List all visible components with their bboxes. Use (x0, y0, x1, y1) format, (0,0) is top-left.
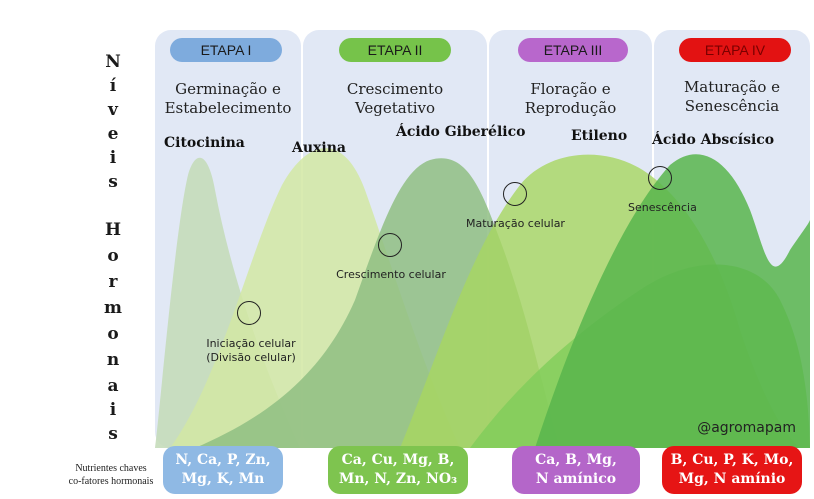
title-letter: N (105, 52, 121, 72)
title-letter: s (108, 172, 118, 192)
title-letter: e (107, 124, 119, 144)
nutrients-label-line: Nutrientes chaves (75, 463, 147, 474)
title-letter: o (107, 246, 119, 266)
title-letter: s (108, 424, 118, 444)
stage-desc-line: Reprodução (524, 99, 617, 117)
title-letter: í (109, 76, 117, 96)
title-letter: H (104, 220, 122, 240)
stage-badge-2: ETAPA II (339, 38, 451, 62)
title-letter: r (108, 272, 118, 292)
stage-desc-1: Germinação e Estabelecimento (155, 80, 301, 118)
title-letter: n (106, 350, 120, 370)
nutrient-box-3: Ca, B, Mg, N amínico (512, 446, 640, 494)
event-marker-crescimento (378, 233, 402, 257)
stage-desc-3: Floração e Reprodução (489, 80, 652, 118)
event-marker-senescencia (648, 166, 672, 190)
hormone-label-abscisico: Ácido Abscísico (652, 132, 775, 148)
stage-desc-line: Floração e (530, 80, 611, 98)
stage-desc-4: Maturação e Senescência (654, 78, 810, 116)
stage-desc-line: Maturação e (683, 78, 781, 96)
hormone-label-auxina: Auxina (292, 140, 346, 156)
nutrient-line: N, Ca, P, Zn, (175, 452, 271, 468)
stage-desc-2: Crescimento Vegetativo (303, 80, 487, 118)
nutrient-line: Mg, K, Mn (181, 471, 265, 487)
nutrient-line: Mn, N, Zn, NO₃ (338, 471, 458, 487)
event-marker-maturacao (503, 182, 527, 206)
stage-desc-line: Crescimento (346, 80, 444, 98)
event-line: Iniciação celular (206, 337, 296, 350)
nutrient-line: Mg, N amínio (678, 471, 786, 487)
nutrients-label: Nutrientes chaves co-fatores hormonais (56, 462, 166, 488)
nutrient-box-2: Ca, Cu, Mg, B, Mn, N, Zn, NO₃ (328, 446, 468, 494)
stage-desc-line: Estabelecimento (164, 99, 292, 117)
credit-text: @agromapam (697, 420, 796, 436)
title-letter: o (107, 324, 119, 344)
event-label-crescimento: Crescimento celular (336, 268, 446, 281)
event-label-iniciacao: Iniciação celular (Divisão celular) (196, 337, 306, 365)
nutrient-line: N amínico (535, 471, 617, 487)
hormone-label-citocinina: Citocinina (164, 135, 245, 151)
event-marker-iniciacao (237, 301, 261, 325)
nutrients-label-line: co-fatores hormonais (68, 476, 154, 487)
event-label-maturacao: Maturação celular (466, 217, 565, 230)
stage-desc-line: Vegetativo (354, 99, 436, 117)
stage-badge-4: ETAPA IV (679, 38, 791, 62)
stage-desc-line: Germinação e (175, 80, 281, 98)
curve-abscisico (535, 154, 810, 448)
hormone-label-etileno: Etileno (571, 128, 628, 144)
title-letter: i (109, 148, 117, 168)
nutrient-box-1: N, Ca, P, Zn, Mg, K, Mn (163, 446, 283, 494)
stage-badge-1: ETAPA I (170, 38, 282, 62)
nutrient-box-4: B, Cu, P, K, Mo, Mg, N amínio (662, 446, 802, 494)
title-letter: i (109, 400, 117, 420)
hormone-label-giberelico: Ácido Giberélico (396, 124, 526, 140)
nutrient-line: Ca, Cu, Mg, B, (341, 452, 455, 468)
stage-desc-line: Senescência (684, 97, 780, 115)
title-letter: a (107, 376, 119, 396)
title-letter: m (104, 298, 122, 318)
event-label-senescencia: Senescência (628, 201, 697, 214)
nutrient-line: Ca, B, Mg, (535, 452, 617, 468)
event-line: (Divisão celular) (206, 351, 296, 364)
stage-badge-3: ETAPA III (518, 38, 628, 62)
title-letter: v (108, 100, 118, 120)
nutrient-line: B, Cu, P, K, Mo, (670, 452, 794, 468)
